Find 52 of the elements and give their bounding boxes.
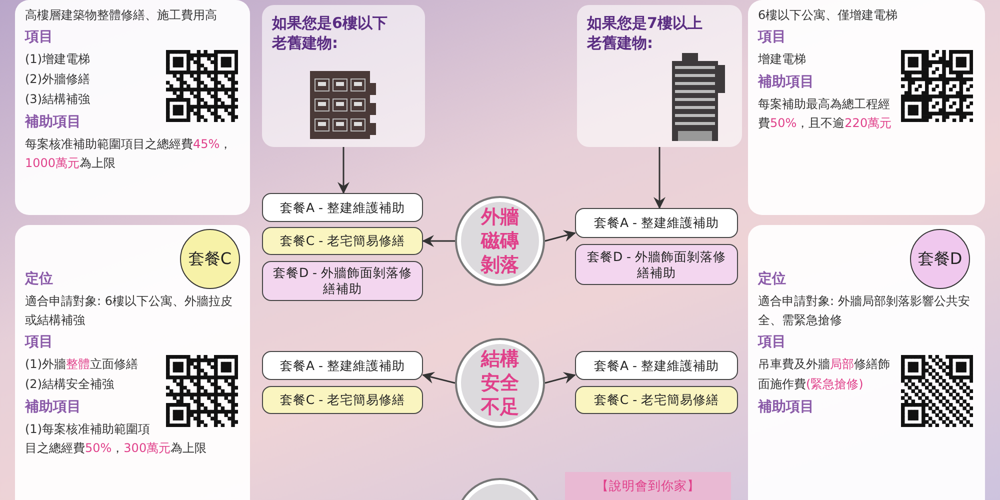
section-heading: 定位 xyxy=(758,270,786,288)
arrow xyxy=(422,235,455,247)
package-tag: 套餐D - 外牆飾面剝落修繕補助 xyxy=(262,261,423,301)
arrow xyxy=(422,372,456,384)
info-card xyxy=(748,0,985,215)
list-item: (2)結構安全補強 xyxy=(25,377,114,391)
list-item: 增建電梯 xyxy=(758,52,806,66)
body-text: (1)每案核准補助範圍項目之總經費50%，300萬元為上限 xyxy=(25,422,207,455)
arrow xyxy=(544,230,576,242)
list-item: (1)外牆整體立面修繕 xyxy=(25,357,138,371)
arrow xyxy=(338,147,350,194)
body-text: 適合申請對象: 6樓以下公寓、外牆拉皮或結構補強 xyxy=(25,294,232,327)
list-item: (2)外牆修繕 xyxy=(25,72,90,86)
body-text: 每案核准補助範圍項目之總經費45%，1000萬元為上限 xyxy=(25,137,232,170)
info-card xyxy=(748,225,985,500)
list-item: 吊車費及外牆局部修繕飾面施作費(緊急搶修) xyxy=(758,357,890,391)
package-tag: 套餐A - 整建維護補助 xyxy=(575,351,738,380)
package-badge: 套餐D xyxy=(910,229,970,289)
package-tag: 套餐A - 整建維護補助 xyxy=(575,208,738,238)
card-heading: 如果您是7樓以上老舊建物: xyxy=(587,13,704,53)
package-tag: 套餐A - 整建維護補助 xyxy=(262,193,423,222)
package-tag: 套餐D - 外牆飾面剝落修繕補助 xyxy=(575,244,738,285)
list-item: (3)結構補強 xyxy=(25,92,90,106)
body-text: 適合申請對象: 外牆局部剝落影響公共安全、需緊急搶修 xyxy=(758,294,970,327)
notice-banner: 【說明會到你家】 xyxy=(565,472,731,500)
section-heading: 項目 xyxy=(25,333,53,351)
package-tag: 套餐A - 整建維護補助 xyxy=(262,351,423,380)
arrow xyxy=(544,372,576,384)
section-heading: 補助項目 xyxy=(758,398,814,416)
info-card xyxy=(15,0,250,215)
package-tag: 套餐C - 老宅簡易修繕 xyxy=(575,386,738,414)
section-heading: 補助項目 xyxy=(25,398,81,416)
section-heading: 定位 xyxy=(25,270,53,288)
package-tag: 套餐C - 老宅簡易修繕 xyxy=(262,386,423,414)
section-heading: 補助項目 xyxy=(25,113,81,131)
building-card xyxy=(577,5,742,147)
info-card xyxy=(15,225,250,500)
topic-circle: 外牆磁磚剝落 xyxy=(455,196,545,286)
section-heading: 項目 xyxy=(25,28,53,46)
package-tag: 套餐C - 老宅簡易修繕 xyxy=(262,227,423,255)
topic-circle: 結構安全不足 xyxy=(455,338,545,428)
section-heading: 補助項目 xyxy=(758,73,814,91)
building-card xyxy=(262,5,425,147)
body-text: 6樓以下公寓、僅增建電梯 xyxy=(758,8,898,22)
list-item: (1)增建電梯 xyxy=(25,52,90,66)
body-text: 每案補助最高為總工程經費50%，且不逾220萬元 xyxy=(758,97,892,130)
card-heading: 如果您是6樓以下老舊建物: xyxy=(272,13,388,53)
arrow xyxy=(654,147,666,209)
section-heading: 項目 xyxy=(758,333,786,351)
package-badge: 套餐C xyxy=(180,229,240,289)
body-text: 高樓層建築物整體修繕、施工費用高 xyxy=(25,8,217,22)
section-heading: 項目 xyxy=(758,28,786,46)
